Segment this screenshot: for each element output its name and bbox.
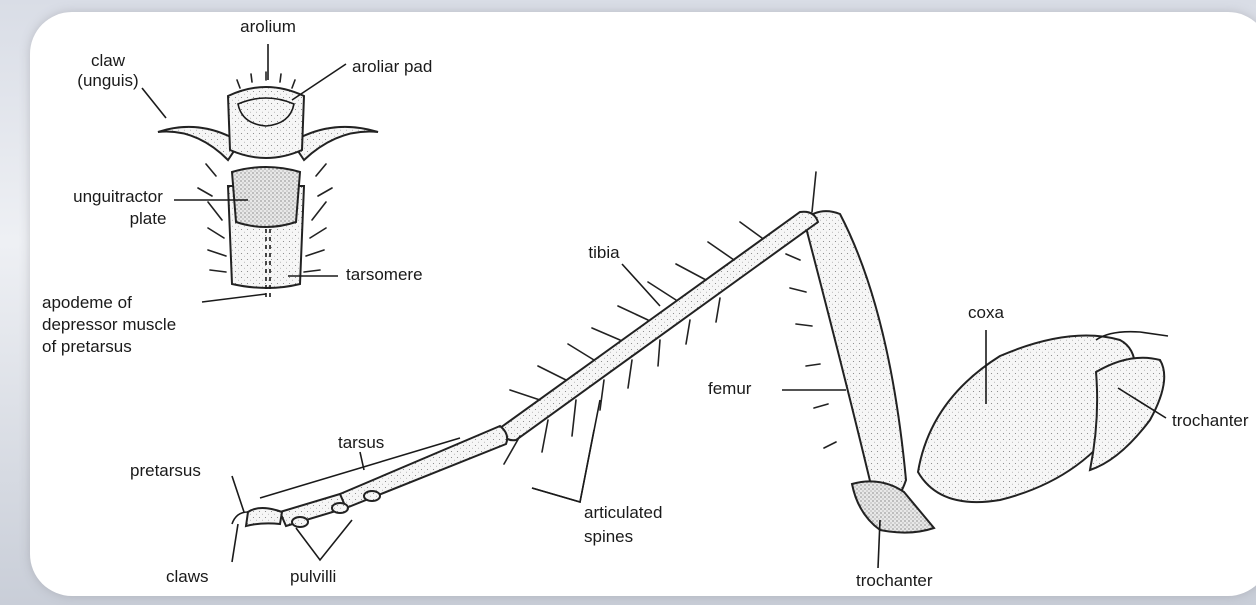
claw-left-shape xyxy=(158,127,240,160)
label-tarsus: tarsus xyxy=(338,433,384,452)
labels: arolium aroliar pad claw (unguis) unguit… xyxy=(42,17,1249,590)
main-leg xyxy=(232,172,1168,533)
label-trochanter-right: trochanter xyxy=(1172,411,1249,430)
label-coxa: coxa xyxy=(968,303,1004,322)
trochanter-shape xyxy=(852,481,934,532)
label-apodeme-3: of pretarsus xyxy=(42,337,132,356)
label-spines: spines xyxy=(584,527,633,546)
coxa-trochanter-joint xyxy=(1090,358,1164,470)
label-tarsomere: tarsomere xyxy=(346,265,423,284)
label-claws: claws xyxy=(166,567,209,586)
label-pulvilli: pulvilli xyxy=(290,567,336,586)
label-tibia: tibia xyxy=(588,243,620,262)
label-claw: claw xyxy=(91,51,126,70)
femur-shape xyxy=(804,211,906,506)
pretarsus-detail xyxy=(158,72,378,300)
label-unguis: (unguis) xyxy=(77,71,138,90)
label-plate: plate xyxy=(130,209,167,228)
label-trochanter-bottom: trochanter xyxy=(856,571,933,590)
leg-claws xyxy=(246,508,282,526)
label-femur: femur xyxy=(708,379,752,398)
tibia-shape xyxy=(500,212,818,441)
label-apodeme-2: depressor muscle xyxy=(42,315,176,334)
label-arolium: arolium xyxy=(240,17,296,36)
unguitractor-plate-shape xyxy=(232,167,300,227)
claw-right-shape xyxy=(292,127,378,160)
label-articulated: articulated xyxy=(584,503,662,522)
label-unguitractor: unguitractor xyxy=(73,187,163,206)
label-aroliar-pad: aroliar pad xyxy=(352,57,432,76)
label-pretarsus: pretarsus xyxy=(130,461,201,480)
label-apodeme-1: apodeme of xyxy=(42,293,132,312)
